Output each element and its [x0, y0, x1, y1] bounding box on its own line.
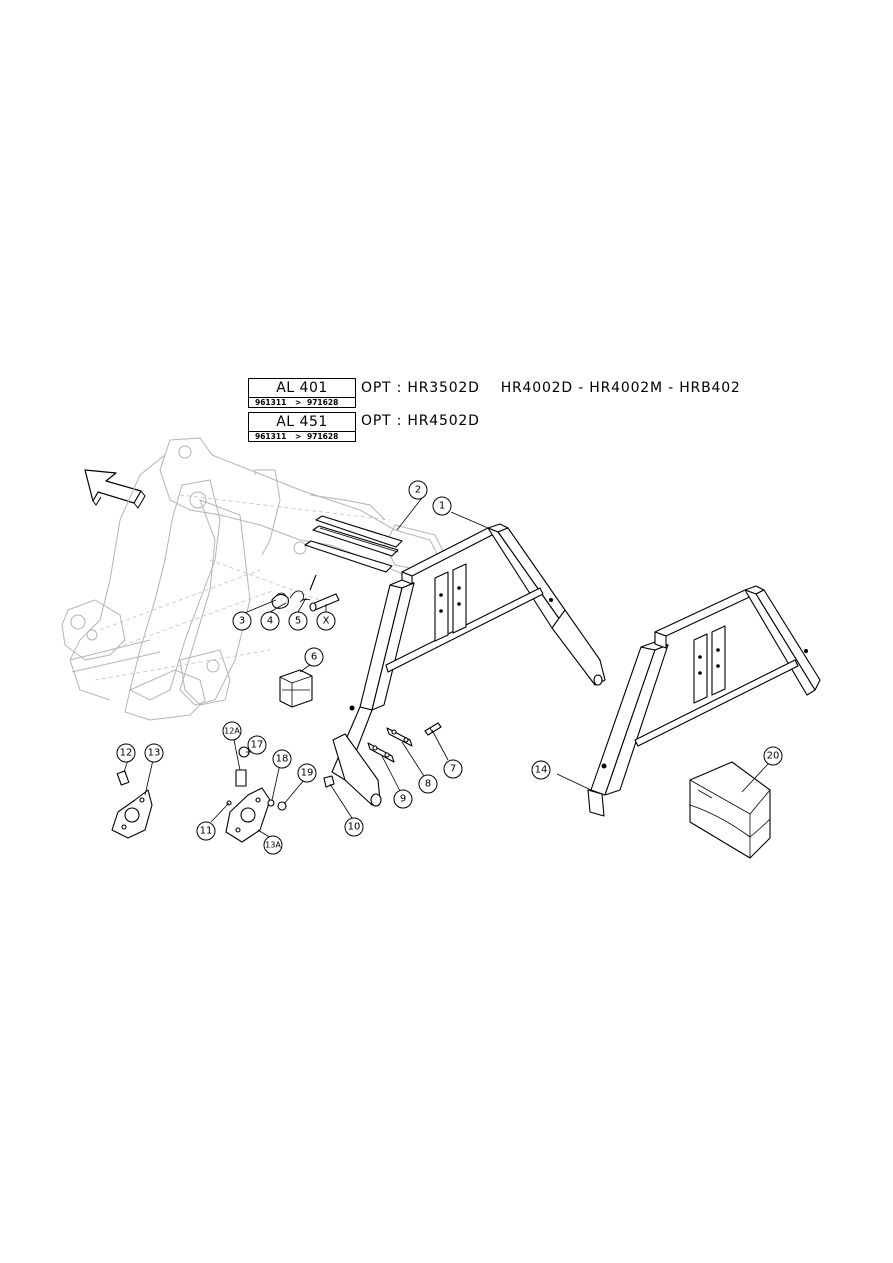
variant-model: AL 451: [276, 414, 328, 430]
svg-text:8: 8: [425, 779, 431, 790]
svg-text:20: 20: [767, 751, 780, 762]
callout-3: 3: [232, 611, 252, 631]
callout-8: 8: [418, 774, 438, 794]
callout-17: 17: [247, 735, 267, 755]
forward-arrow-icon: [84, 469, 146, 509]
callout-10: 10: [344, 817, 364, 837]
svg-text:7: 7: [450, 764, 456, 775]
serial-from: 961311: [255, 432, 287, 441]
callout-14: 14: [531, 760, 551, 780]
callout-11: 11: [196, 821, 216, 841]
part-6-pad-pack: [279, 669, 313, 708]
callout-9: 9: [393, 789, 413, 809]
serial-from: 961311: [255, 398, 287, 407]
callout-7: 7: [443, 759, 463, 779]
option-line-al451: OPT : HR4502D: [361, 413, 480, 429]
svg-text:13A: 13A: [265, 841, 281, 850]
variant-box-al451: AL 451 961311 > 971628: [248, 412, 356, 442]
svg-text:12: 12: [120, 748, 133, 759]
callout-13: 13: [144, 743, 164, 763]
serial-to: 971628: [307, 398, 339, 407]
svg-text:13: 13: [148, 748, 161, 759]
callout-2: 2: [408, 480, 428, 500]
option-line-al401: OPT : HR3502D HR4002D - HR4002M - HRB402: [361, 380, 741, 396]
svg-text:17: 17: [251, 740, 264, 751]
variant-divider: [249, 397, 355, 398]
serial-separator: >: [295, 398, 302, 407]
svg-text:11: 11: [200, 826, 213, 837]
svg-text:10: 10: [348, 822, 361, 833]
leader-lines: [123, 493, 769, 839]
part-2-pads: [304, 515, 403, 573]
svg-text:12A: 12A: [224, 727, 240, 736]
part-20-box: [689, 761, 771, 859]
small-parts-pins: [271, 574, 340, 612]
svg-text:1: 1: [439, 501, 445, 512]
parts-11-19-plates: [111, 746, 287, 843]
part-1-frame: [331, 523, 606, 807]
svg-text:19: 19: [301, 768, 314, 779]
callout-18: 18: [272, 749, 292, 769]
svg-text:18: 18: [276, 754, 289, 765]
svg-text:5: 5: [295, 616, 301, 627]
callout-12: 12: [116, 743, 136, 763]
svg-text:14: 14: [535, 765, 548, 776]
callout-1: 1: [432, 496, 452, 516]
callout-4: 4: [260, 611, 280, 631]
svg-text:4: 4: [267, 616, 273, 627]
svg-text:X: X: [323, 616, 330, 627]
parts-7-10-links: [323, 722, 442, 788]
callout-x: X: [316, 611, 336, 631]
callout-20: 20: [763, 746, 783, 766]
variant-divider: [249, 431, 355, 432]
callout-12a: 12A: [222, 721, 242, 741]
serial-separator: >: [295, 432, 302, 441]
loader-arm-ghost: [61, 437, 446, 721]
part-14-frame: [587, 585, 821, 817]
callout-13a: 13A: [263, 835, 283, 855]
svg-text:2: 2: [415, 485, 421, 496]
callout-19: 19: [297, 763, 317, 783]
svg-text:9: 9: [400, 794, 406, 805]
callout-5: 5: [288, 611, 308, 631]
svg-text:6: 6: [311, 652, 317, 663]
variant-box-al401: AL 401 961311 > 971628: [248, 378, 356, 408]
serial-to: 971628: [307, 432, 339, 441]
callout-6: 6: [304, 647, 324, 667]
svg-text:3: 3: [239, 616, 245, 627]
variant-model: AL 401: [276, 380, 328, 396]
